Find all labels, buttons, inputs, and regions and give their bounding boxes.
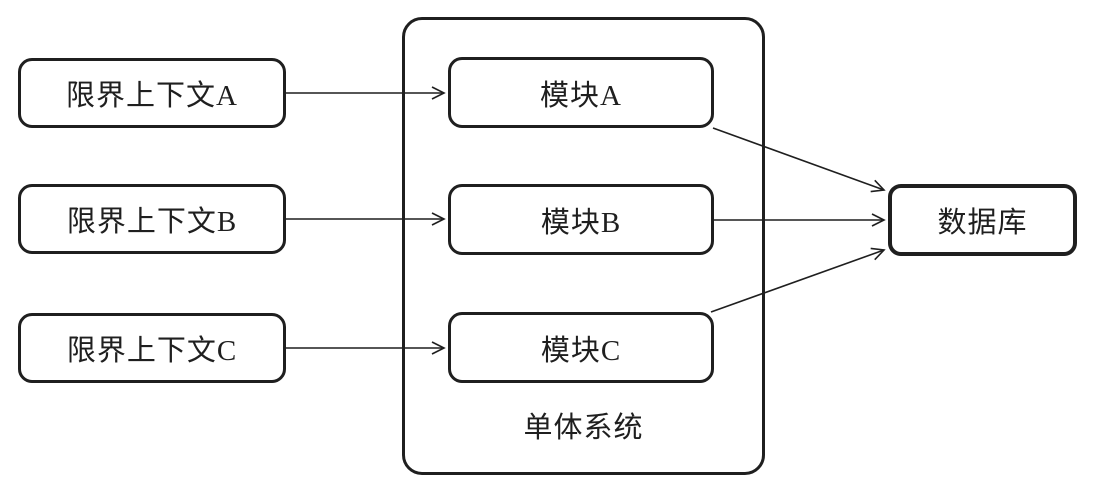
node-bounded-context-a: 限界上下文A (18, 58, 286, 128)
node-monolith-system: 模块A 模块B 模块C 单体系统 (402, 17, 765, 475)
node-database: 数据库 (888, 184, 1077, 256)
node-module-c: 模块C (448, 312, 714, 383)
database-label: 数据库 (937, 207, 1028, 239)
bounded-context-c-label: 限界上下文C (66, 335, 238, 367)
module-b-label: 模块B (540, 206, 622, 239)
node-module-b: 模块B (448, 184, 714, 255)
node-bounded-context-c: 限界上下文C (18, 313, 286, 383)
monolith-system-label: 单体系统 (523, 412, 644, 444)
module-c-label: 模块C (540, 334, 622, 367)
bounded-context-b-label: 限界上下文B (66, 206, 238, 238)
node-bounded-context-b: 限界上下文B (18, 184, 286, 254)
node-module-a: 模块A (448, 57, 714, 128)
module-a-label: 模块A (540, 79, 622, 112)
bounded-context-a-label: 限界上下文A (66, 80, 238, 112)
